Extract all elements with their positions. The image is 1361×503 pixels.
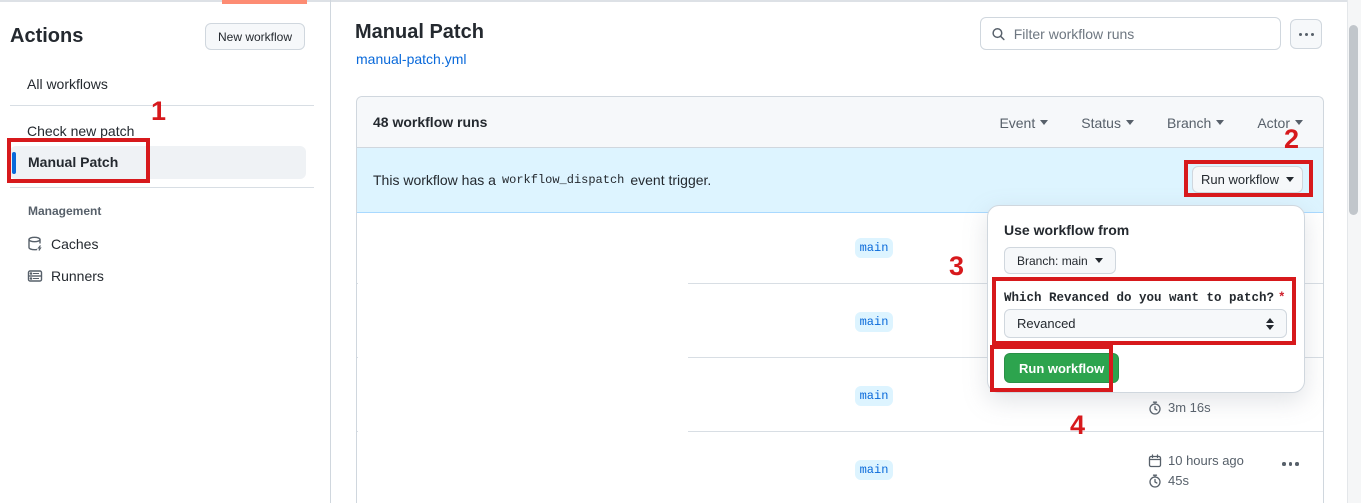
new-workflow-button[interactable]: New workflow [205, 23, 305, 50]
row-divider [357, 283, 1323, 284]
caret-down-icon [1286, 177, 1295, 182]
run-options-kebab-icon[interactable] [1282, 462, 1299, 466]
filter-branch[interactable]: Branch [1167, 115, 1225, 131]
sidebar-item-caches[interactable]: Caches [27, 236, 98, 252]
sidebar-item-runners[interactable]: Runners [27, 268, 104, 284]
filter-actor[interactable]: Actor [1257, 115, 1303, 131]
run-workflow-dialog: Use workflow from Branch: main Which Rev… [987, 205, 1305, 393]
caret-down-icon [1125, 120, 1134, 125]
caret-down-icon [1295, 120, 1303, 125]
page-title: Manual Patch [355, 21, 484, 43]
required-asterisk: * [1278, 291, 1286, 305]
selected-accent-bar [12, 152, 16, 174]
run-workflow-dropdown-button[interactable]: Run workflow [1192, 166, 1303, 193]
sidebar-divider [10, 187, 314, 188]
branch-badge[interactable]: main [855, 460, 893, 480]
filter-runs-input[interactable] [1013, 25, 1270, 42]
branch-badge[interactable]: main [855, 386, 893, 406]
calendar-icon [1148, 453, 1162, 467]
branch-badge[interactable]: main [855, 238, 893, 258]
caret-down-icon [1094, 258, 1103, 263]
sidebar-item-caches-label[interactable]: Caches [51, 236, 99, 252]
branch-badge[interactable]: main [855, 312, 893, 332]
workflow-dispatch-banner: This workflow has a workflow_dispatch ev… [357, 148, 1323, 213]
sidebar-item-manual-patch[interactable] [10, 146, 306, 179]
run-workflow-submit-button[interactable]: Run workflow [1004, 353, 1120, 383]
sidebar-divider-vertical [330, 0, 331, 503]
top-border [0, 0, 1361, 2]
filter-status[interactable]: Status [1081, 115, 1134, 131]
cache-icon [28, 236, 42, 251]
runs-list-header: 48 workflow runs Event Status Branch Act… [357, 97, 1323, 148]
workflow-file-link[interactable]: manual-patch.yml [356, 51, 467, 67]
banner-code: workflow_dispatch [501, 173, 625, 187]
branch-select-button[interactable]: Branch: main [1004, 247, 1116, 274]
row-divider [357, 357, 1323, 358]
sidebar-title: Actions [10, 25, 84, 47]
run-duration: 45s [1148, 473, 1189, 488]
sidebar-item-check-new-patch[interactable]: Check new patch [27, 123, 135, 139]
runs-count: 48 workflow runs [373, 114, 488, 130]
stopwatch-icon [1149, 401, 1161, 415]
actions-tab-indicator [222, 0, 307, 4]
stopwatch-icon [1149, 474, 1161, 488]
dialog-heading: Use workflow from [1004, 222, 1130, 238]
sidebar-item-manual-patch-label[interactable]: Manual Patch [28, 154, 119, 170]
management-section-title: Management [28, 204, 102, 218]
revanced-select[interactable]: Revanced [1004, 309, 1287, 338]
kebab-icon [1298, 32, 1314, 36]
row-divider [357, 431, 1323, 432]
workflow-input-label: Which Revanced do you want to patch?* [1004, 291, 1286, 305]
select-arrows-icon [1266, 317, 1274, 330]
filter-runs-searchbox[interactable] [980, 17, 1281, 50]
run-time: 10 hours ago [1148, 453, 1244, 468]
runner-icon [27, 270, 43, 282]
sidebar-item-all-workflows[interactable]: All workflows [27, 76, 108, 92]
banner-text-before: This workflow has a [373, 172, 496, 188]
scrollbar-thumb[interactable] [1349, 25, 1358, 215]
workflow-options-button[interactable] [1290, 19, 1322, 49]
caret-down-icon [1216, 120, 1225, 125]
sidebar-item-runners-label[interactable]: Runners [51, 268, 104, 284]
search-icon [992, 27, 1005, 40]
annotation-number-1: 1 [151, 96, 167, 126]
caret-down-icon [1040, 120, 1049, 125]
runs-filters: Event Status Branch Actor [999, 97, 1303, 148]
redacted-run-titles [358, 213, 688, 503]
filter-event[interactable]: Event [999, 115, 1049, 131]
sidebar-divider [10, 105, 314, 106]
banner-text-after: event trigger. [630, 172, 712, 188]
run-duration: 3m 16s [1148, 400, 1211, 415]
